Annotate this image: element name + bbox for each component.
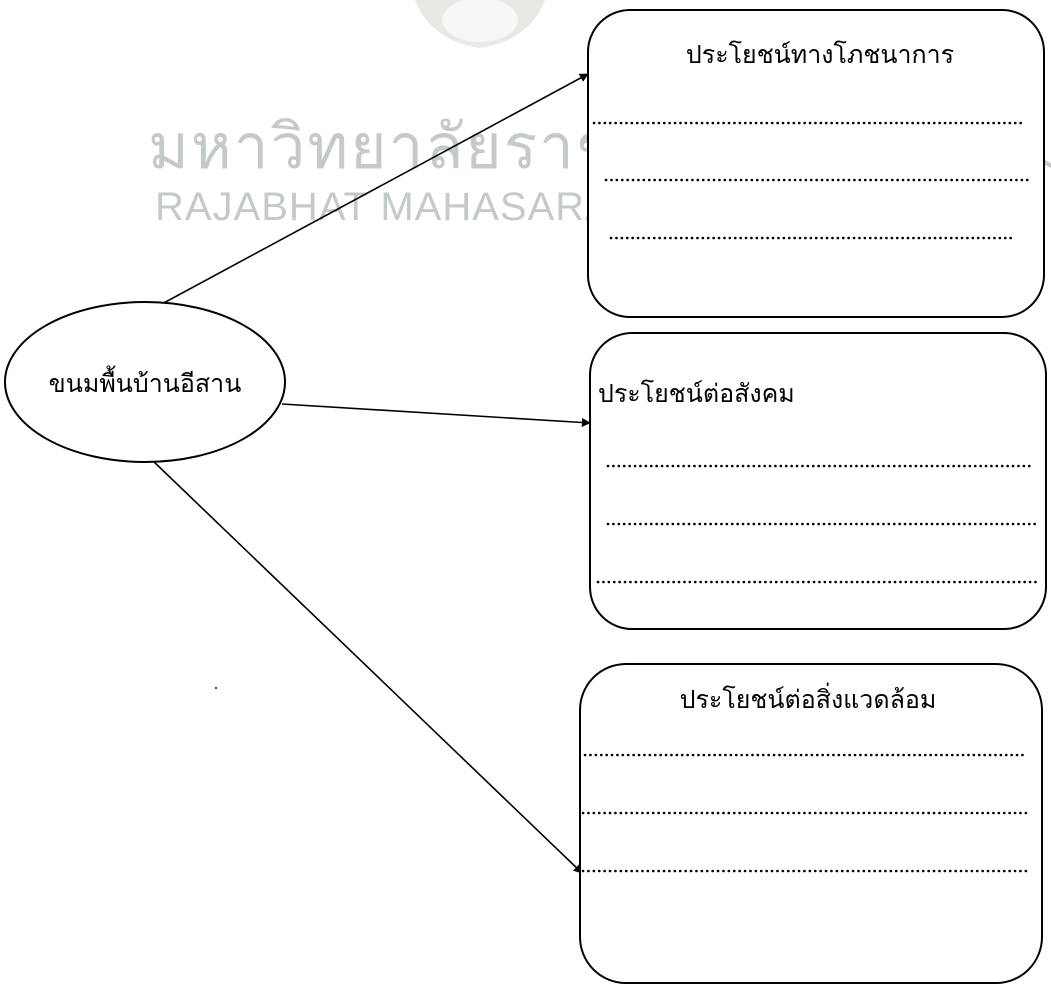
box-society-title: ประโยชน์ต่อสังคม <box>598 379 795 408</box>
box-environment-title: ประโยชน์ต่อสิ่งแวดล้อม <box>680 682 937 714</box>
stray-mark <box>214 686 218 690</box>
center-node: ขนมพื้นบ้านอีสาน <box>4 301 286 463</box>
box-environment: ประโยชน์ต่อสิ่งแวดล้อม <box>579 663 1043 984</box>
arrow-to-nutrition <box>159 73 589 306</box>
arrow-to-environment <box>151 459 583 874</box>
arrow-to-society <box>281 403 591 427</box>
box-nutrition-title: ประโยชน์ทางโภชนาการ <box>686 40 954 69</box>
box-nutrition: ประโยชน์ทางโภชนาการ <box>587 9 1045 318</box>
center-node-label: ขนมพื้นบ้านอีสาน <box>49 365 242 398</box>
university-logo-watermark <box>415 0 545 48</box>
box-society: ประโยชน์ต่อสังคม <box>589 332 1047 630</box>
